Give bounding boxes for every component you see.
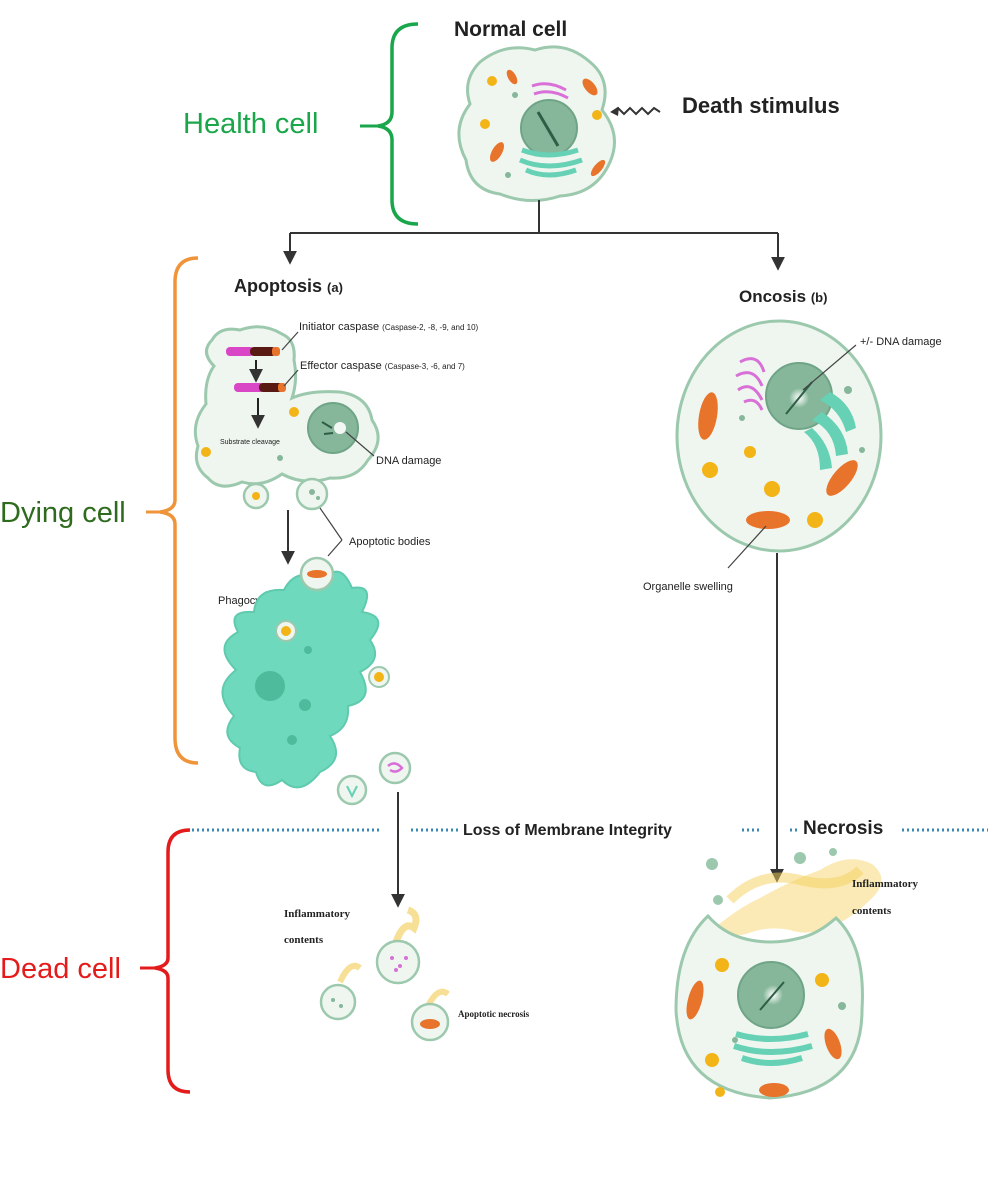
dead-bracket: Dead cell [0,828,191,1094]
necrosis-inflammatory-line1: Inflammatory [852,878,918,890]
apoptotic-inflammatory-line1: Inflammatory [284,908,350,920]
branch-connector [283,200,785,271]
apoptotic-bodies [242,477,343,557]
caspase-cascade [226,331,375,457]
necrotic-cell [674,848,882,1100]
necrosis-label: Necrosis [803,818,883,839]
apoptosis-title: Apoptosis (a) [234,276,343,296]
dying-bracket: Dying cell [0,256,199,765]
necrosis-inflammatory-line2: contents [852,905,892,917]
oncosis-dna-damage-label: +/- DNA damage [860,336,942,348]
apoptotic-necrosis-bodies [319,906,450,1042]
substrate-cleavage-label: Substrate cleavage [220,439,280,446]
initiator-caspase-label: Initiator caspase (Caspase-2, -8, -9, an… [299,321,479,333]
organelle-swelling-label: Organelle swelling [643,581,733,593]
normal-cell-title: Normal cell [454,18,567,41]
health-bracket: Health cell [183,22,419,226]
apoptotic-bodies-label: Apoptotic bodies [349,536,431,548]
loss-of-membrane-integrity-label: Loss of Membrane Integrity [463,822,672,839]
apoptotic-inflammatory-line2: contents [284,934,324,946]
dead-cell-label: Dead cell [0,953,121,985]
effector-caspase-label: Effector caspase (Caspase-3, -6, and 7) [300,360,465,372]
oncosis-dna-pointer [802,344,857,391]
health-cell-label: Health cell [183,108,318,140]
released-bodies [336,751,412,806]
apoptotic-necrosis-label: Apoptotic necrosis [458,1009,530,1019]
apoptotic-cell [193,325,380,488]
death-stimulus-squiggle [611,106,661,116]
swollen-cell [675,319,883,553]
oncosis-title: Oncosis (b) [739,287,827,306]
phagocyte [221,556,390,789]
normal-cell [457,45,616,202]
death-stimulus-label: Death stimulus [682,93,840,118]
dying-cell-label: Dying cell [0,497,126,529]
organelle-swelling-pointer [727,525,767,569]
dna-damage-label: DNA damage [376,455,441,467]
